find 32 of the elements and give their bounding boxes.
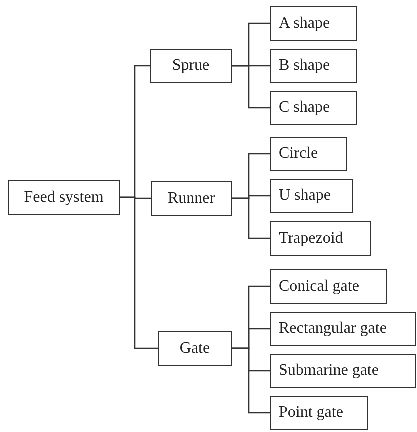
node-label: Submarine gate [279, 362, 379, 380]
node-label: Point gate [279, 404, 344, 422]
node-label: A shape [279, 14, 330, 32]
category-box [270, 312, 416, 346]
category-box [150, 49, 232, 83]
node-label: Sprue [172, 57, 210, 75]
connector-line [120, 196, 158, 350]
node-label: B shape [279, 57, 330, 75]
category-box [8, 180, 120, 215]
node-label: C shape [279, 99, 330, 117]
node-label: U shape [279, 187, 331, 205]
category-box [270, 91, 357, 125]
category-box [270, 396, 368, 430]
category-box [270, 6, 357, 41]
node-label: Trapezoid [279, 230, 344, 248]
connector-line [232, 198, 270, 240]
connector-line [232, 348, 270, 414]
node-label: Feed system [24, 188, 104, 206]
category-box [158, 331, 232, 366]
category-box [270, 269, 387, 304]
node-label: Runner [168, 190, 216, 208]
node-label: Circle [279, 145, 318, 163]
connector-line [232, 65, 270, 109]
category-box [151, 181, 232, 216]
category-box [270, 179, 353, 213]
category-box [270, 49, 357, 83]
category-box [270, 221, 371, 256]
node-label: Conical gate [279, 278, 360, 296]
category-box [270, 354, 416, 388]
category-box [270, 137, 347, 171]
node-label: Rectangular gate [279, 320, 387, 338]
node-label: Gate [180, 340, 210, 358]
